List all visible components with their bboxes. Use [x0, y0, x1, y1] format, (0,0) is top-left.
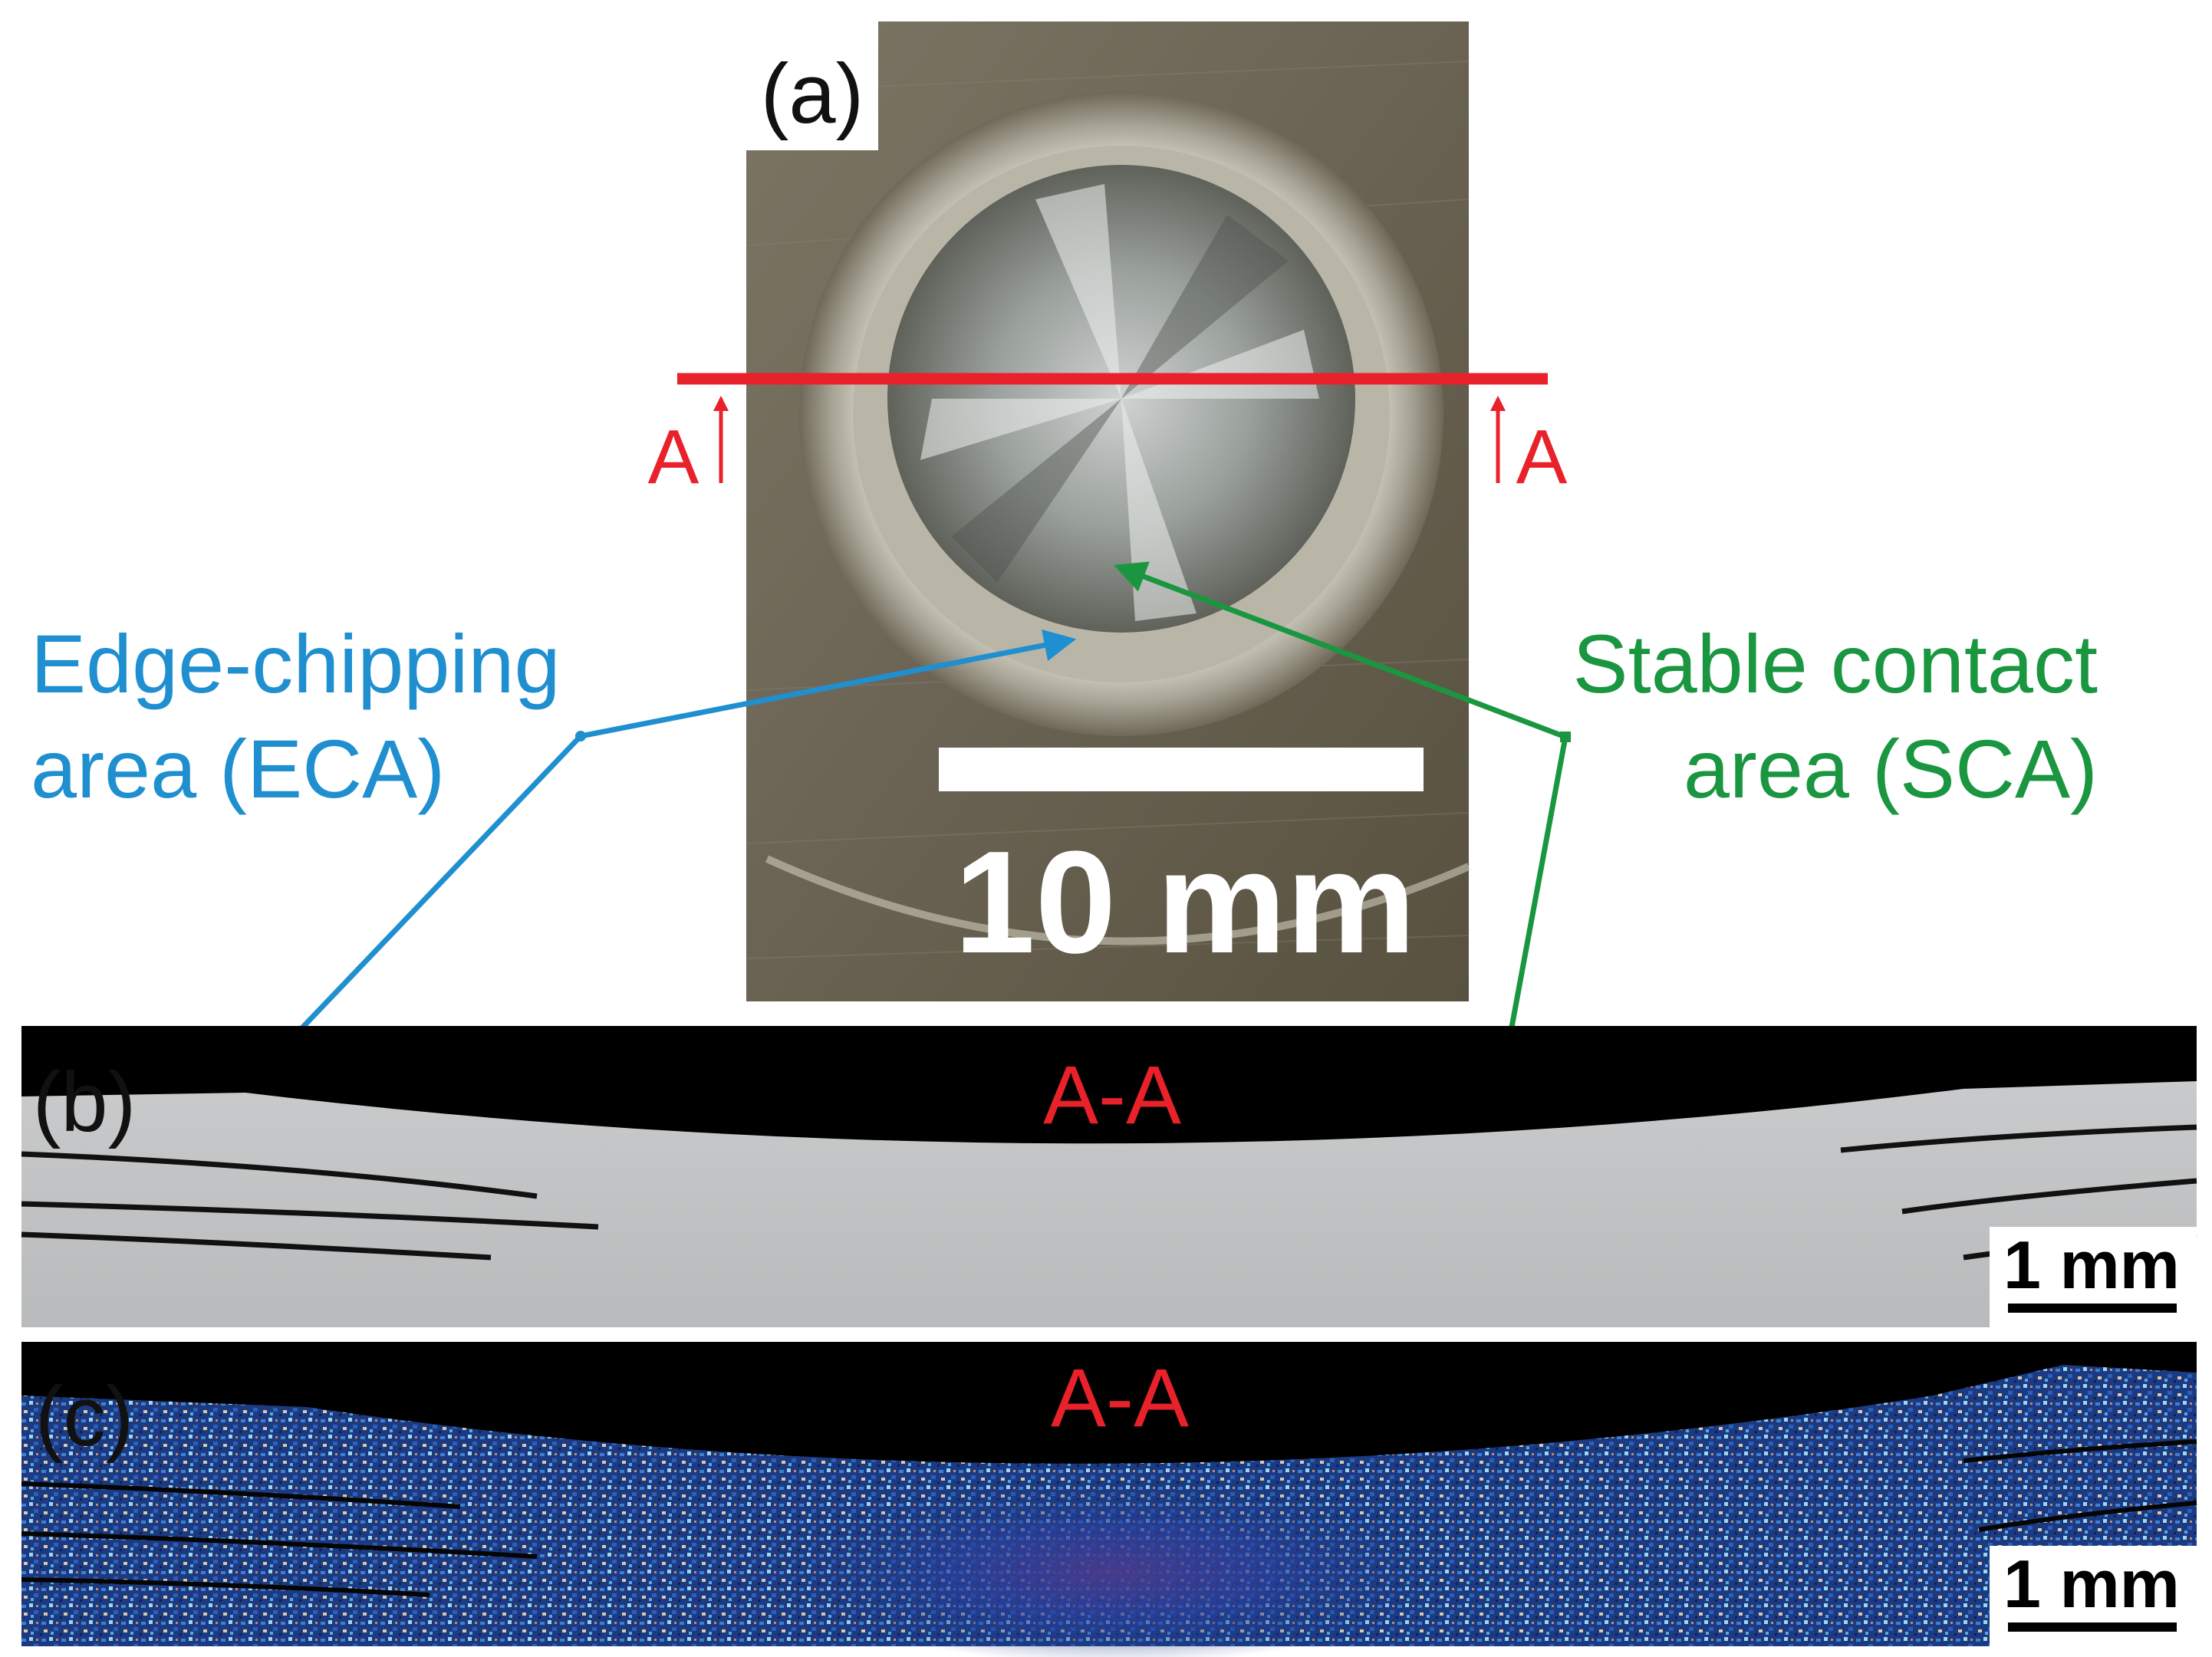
panel-a-scale-label: 10 mm: [954, 821, 1416, 984]
outer-arc: [765, 855, 1471, 945]
eca-annotation: Edge-chipping area (ECA): [31, 617, 1077, 1094]
sca-text-line1: Stable contact: [1573, 617, 2098, 710]
section-label-right: A: [1516, 414, 1568, 500]
sca-annotation: Stable contact area (SCA): [1114, 561, 2098, 1142]
panel-b-scale-label: 1 mm: [2003, 1227, 2180, 1303]
panel-a-label-bg: [746, 21, 878, 150]
panel-c-central-zone: [790, 1480, 1434, 1657]
panel-b: (b) A-A 1 mm: [21, 1026, 2197, 1327]
panel-c-cracks: [21, 1439, 2197, 1597]
eca-text-line2: area (ECA): [31, 722, 445, 815]
panel-c-scale-bar: [2008, 1622, 2177, 1632]
panel-c-scale-label: 1 mm: [2003, 1546, 2180, 1622]
sca-text-line2: area (SCA): [1684, 722, 2098, 815]
panel-b-label: (b): [33, 1055, 136, 1149]
panel-a: (a) A A 10 mm: [648, 21, 1568, 1001]
eca-text-line1: Edge-chipping: [31, 617, 561, 710]
sca-arrow-top: [1114, 561, 1567, 740]
panel-c: (c) A-A 1 mm: [21, 1342, 2197, 1657]
dimple-shadow: [951, 215, 1289, 583]
panel-b-section: [21, 1081, 2197, 1327]
panel-c-label: (c): [35, 1369, 133, 1464]
panel-c-section-label: A-A: [1051, 1351, 1189, 1444]
eca-arrow-top: [580, 629, 1077, 739]
section-label-left: A: [648, 414, 699, 500]
panel-b-section-label: A-A: [1043, 1048, 1181, 1141]
panel-b-scale-bar: [2008, 1304, 2177, 1313]
panel-a-scale-bar: [939, 748, 1424, 791]
panel-a-label: (a): [761, 47, 864, 141]
